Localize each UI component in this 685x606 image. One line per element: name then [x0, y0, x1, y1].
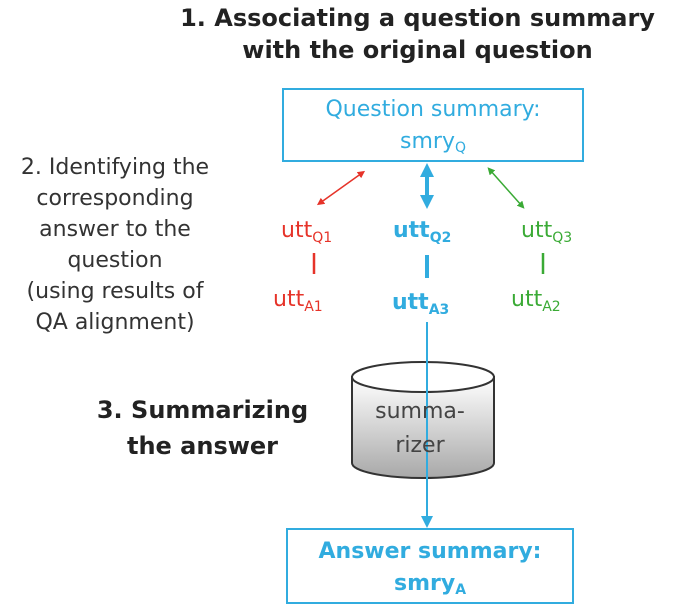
question-summary-box: Question summary: smryQ — [282, 88, 584, 162]
step1-title: 1. Associating a question summary with t… — [180, 4, 655, 64]
utterance-q1: uttQ1 — [281, 218, 333, 246]
red-link-arrow — [316, 170, 366, 206]
question-summary-value: smryQ — [400, 129, 466, 156]
utterance-a3: uttA3 — [392, 290, 450, 318]
answer-summary-label: Answer summary: — [318, 539, 542, 564]
summarizer-cylinder — [351, 361, 495, 479]
step2-description: 2. Identifying the corresponding answer … — [20, 155, 210, 335]
summarizer-label: summa- rizer — [375, 399, 465, 458]
step3-title: 3. Summarizing the answer — [96, 396, 309, 460]
question-summary-label: Question summary: — [325, 97, 541, 122]
answer-summary-value: smryA — [393, 571, 467, 598]
summarize-flow-arrowhead — [421, 516, 433, 528]
answer-summary-box: Answer summary: smryA — [286, 528, 574, 604]
green-link-arrow — [487, 167, 525, 209]
utterance-q3: uttQ3 — [521, 218, 573, 246]
utterance-a2: uttA2 — [511, 287, 561, 315]
utterance-a1: uttA1 — [273, 287, 323, 315]
utterance-q2: uttQ2 — [393, 218, 452, 246]
